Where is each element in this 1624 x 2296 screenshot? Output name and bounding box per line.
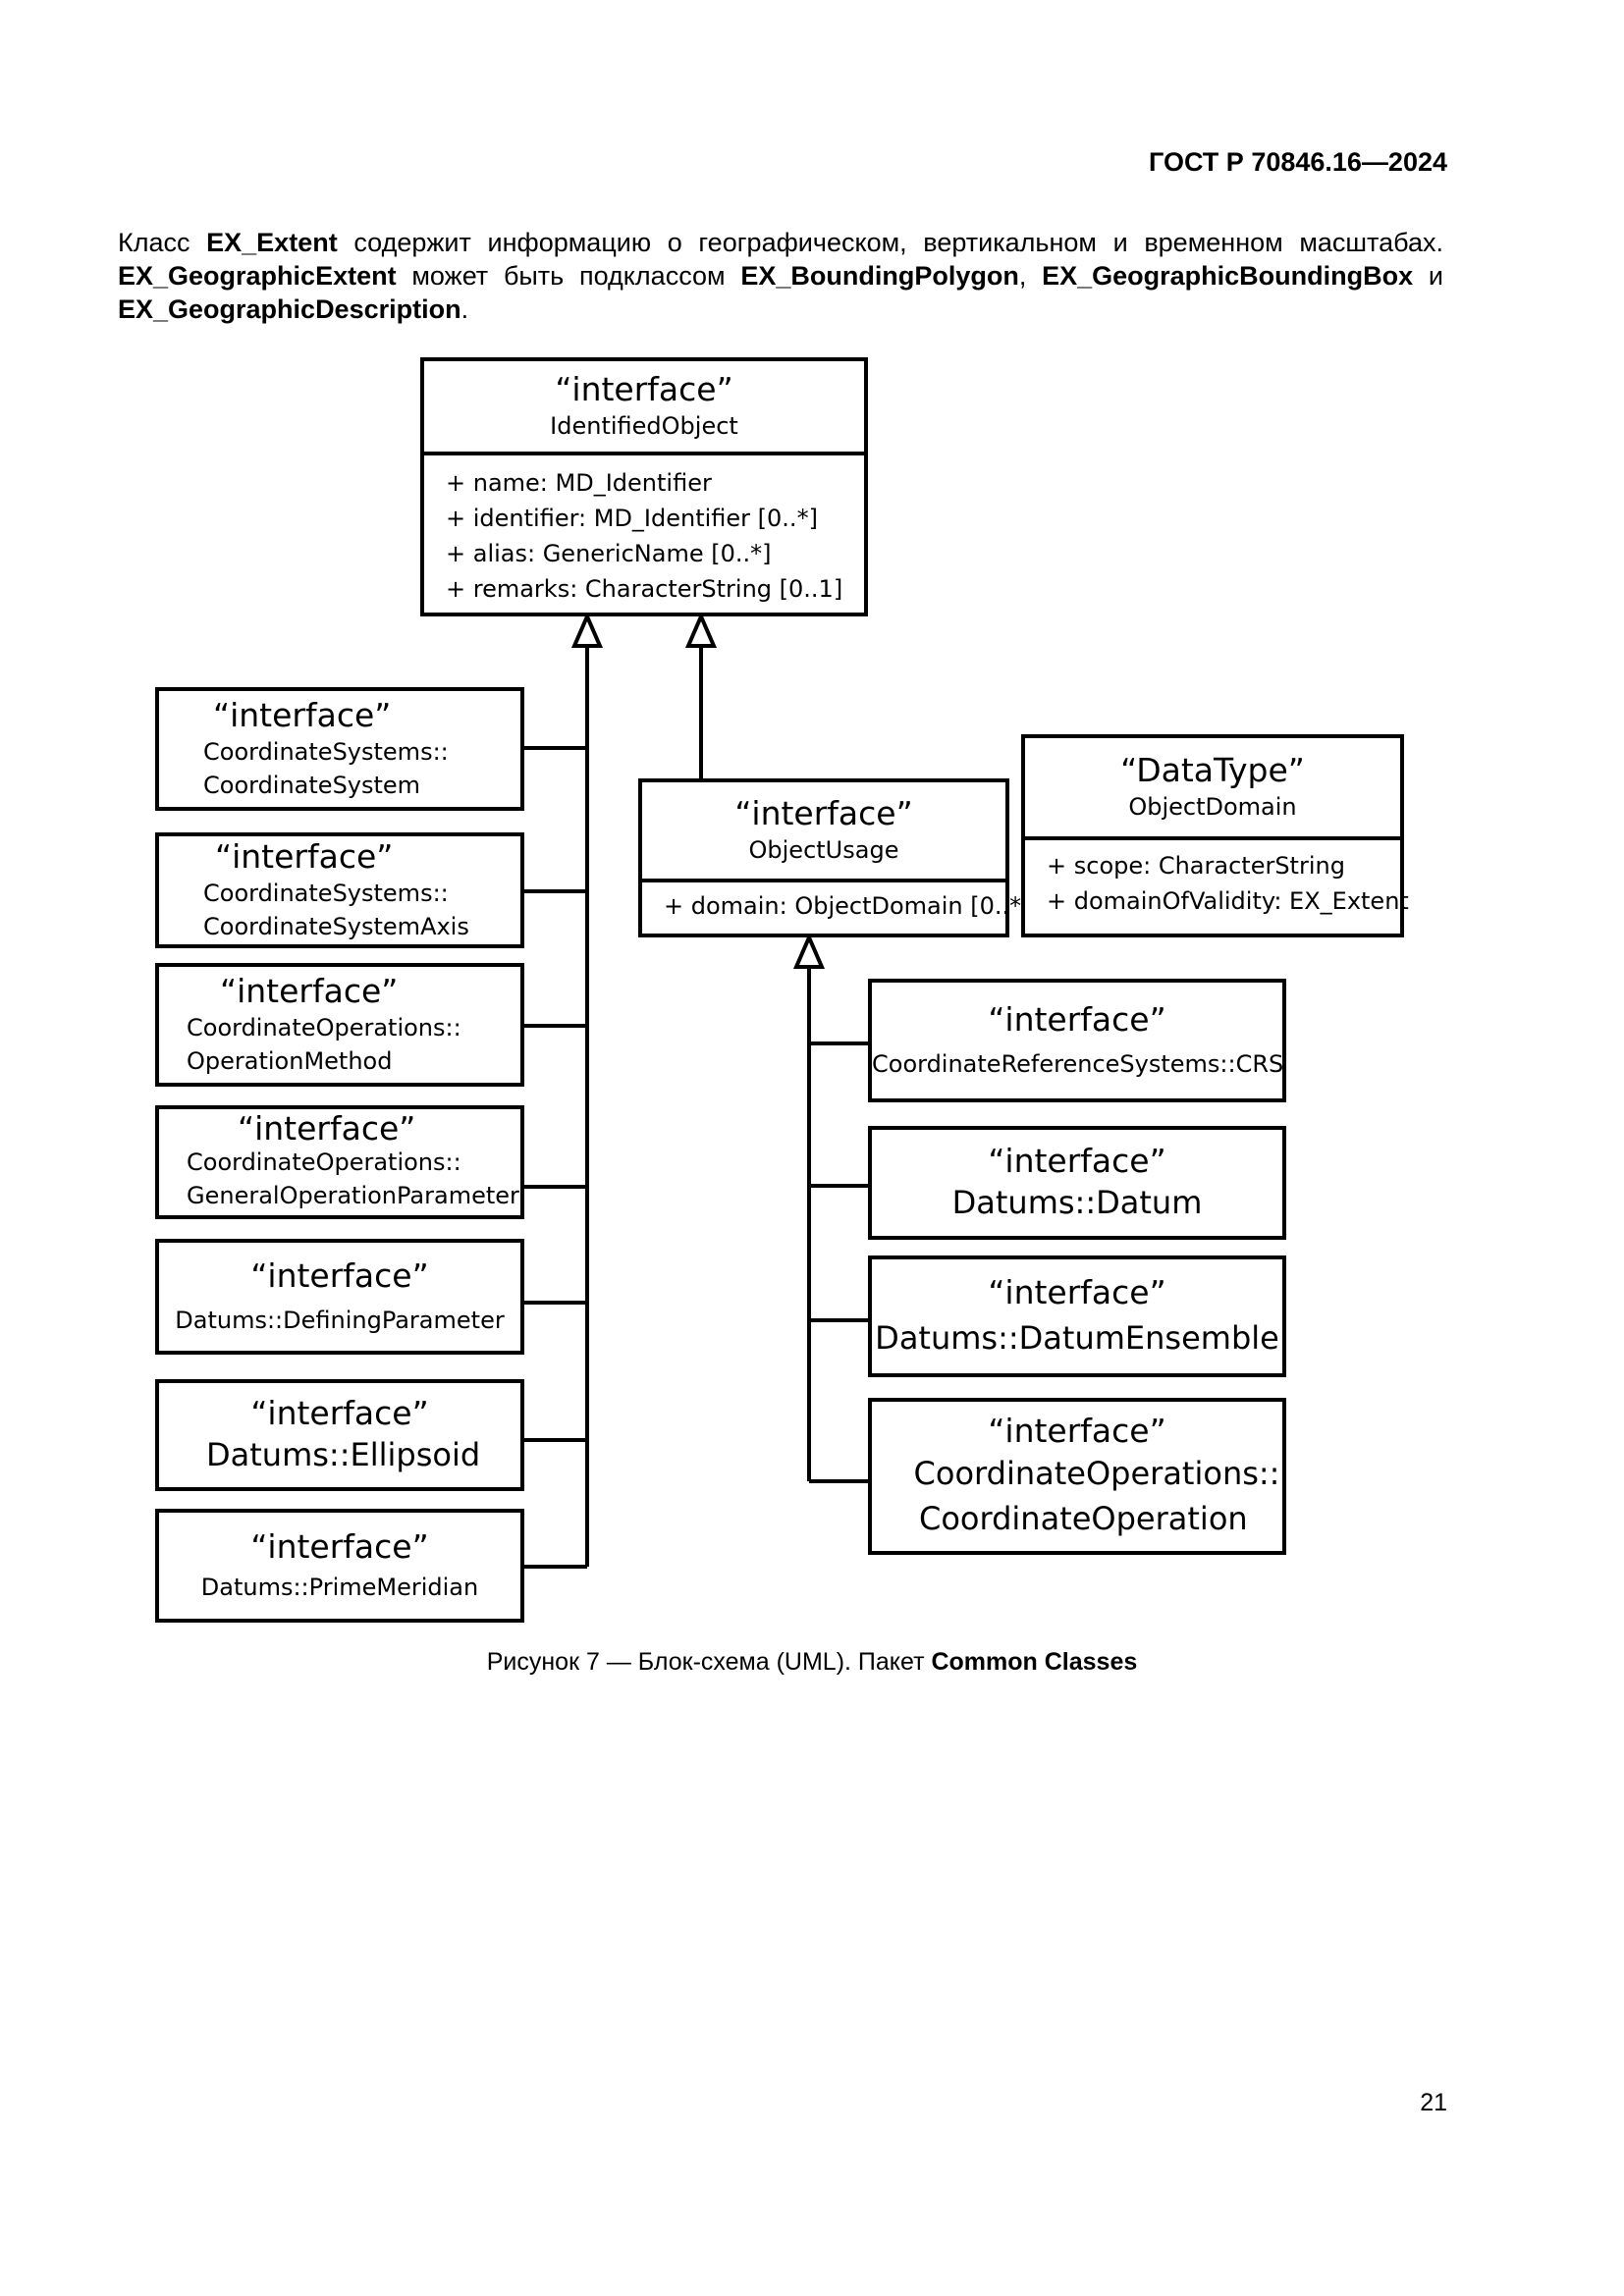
object-domain-datatype: “DataType” ObjectDomain + scope: Charact…: [1021, 734, 1409, 937]
stereotype-label: “DataType”: [1120, 751, 1305, 789]
operation-method-interface: “interface” CoordinateOperations:: Opera…: [155, 963, 524, 1087]
stereotype-label: “interface”: [555, 370, 733, 408]
attribute-list: + name: MD_Identifier + identifier: MD_I…: [424, 455, 864, 607]
attribute-row: + domainOfValidity: EX_Extent: [1047, 887, 1409, 915]
class-name-line: CoordinateSystems::: [203, 880, 449, 907]
generalization-arrowhead: [792, 932, 826, 969]
attribute-row: + name: MD_Identifier: [446, 469, 712, 497]
figure-caption: Рисунок 7 — Блок-схема (UML). Пакет Comm…: [486, 1648, 1138, 1676]
stereotype-label: “interface”: [215, 837, 394, 876]
class-name-line: OperationMethod: [187, 1047, 393, 1075]
class-name: ObjectUsage: [748, 836, 899, 864]
class-name-line: CoordinateReferenceSystems::CRS: [872, 1050, 1284, 1078]
generalization-arrowhead: [684, 611, 718, 648]
stereotype-label: “interface”: [734, 794, 913, 832]
attribute-row: + alias: GenericName [0..*]: [446, 540, 772, 567]
class-name-line: Datums::DefiningParameter: [175, 1307, 505, 1334]
class-name-line: Datums::PrimeMeridian: [200, 1574, 479, 1601]
ellipsoid-interface: “interface” Datums::Ellipsoid: [155, 1379, 524, 1491]
generalization-arrowhead: [570, 611, 604, 648]
stereotype-label: “interface”: [250, 1394, 429, 1432]
class-name-line: CoordinateSystem: [203, 772, 421, 799]
class-name-line: CoordinateSystemAxis: [203, 913, 469, 940]
datum-ensemble-interface: “interface” Datums::DatumEnsemble: [868, 1255, 1286, 1377]
attribute-row: + identifier: MD_Identifier [0..*]: [446, 505, 818, 532]
coordinate-system-axis-interface: “interface” CoordinateSystems:: Coordina…: [155, 832, 524, 948]
stereotype-label: “interface”: [988, 1273, 1166, 1311]
prime-meridian-interface: “interface” Datums::PrimeMeridian: [155, 1509, 524, 1623]
class-name-line: CoordinateOperations::: [187, 1148, 461, 1176]
stereotype-label: “interface”: [988, 1000, 1166, 1039]
datum-interface: “interface” Datums::Datum: [868, 1126, 1286, 1240]
stereotype-label: “interface”: [220, 972, 399, 1010]
attribute-list: + domain: ObjectDomain [0..*]: [642, 882, 1031, 924]
stereotype-label: “interface”: [988, 1142, 1166, 1180]
coordinate-system-interface: “interface” CoordinateSystems:: Coordina…: [155, 687, 524, 811]
attribute-row: + scope: CharacterString: [1047, 852, 1345, 880]
class-name: IdentifiedObject: [550, 412, 738, 440]
class-name-line: CoordinateOperations::: [913, 1455, 1280, 1492]
page-number: 21: [1420, 2089, 1447, 2116]
class-name-line: CoordinateOperations::: [187, 1014, 461, 1041]
intro-paragraph: Класс EX_Extent содержит информацию о ге…: [118, 228, 1443, 324]
stereotype-label: “interface”: [213, 696, 392, 734]
attribute-list: + scope: CharacterString + domainOfValid…: [1025, 840, 1409, 919]
class-name-line: Datums::DatumEnsemble: [875, 1319, 1279, 1357]
document-code: ГОСТ Р 70846.16—2024: [1149, 147, 1447, 177]
general-operation-parameter-interface: “interface” CoordinateOperations:: Gener…: [155, 1105, 524, 1219]
coordinate-operation-interface: “interface” CoordinateOperations:: Coord…: [868, 1398, 1286, 1555]
attribute-row: + remarks: CharacterString [0..1]: [446, 575, 843, 603]
stereotype-label: “interface”: [988, 1412, 1166, 1450]
class-name-line: Datums::Datum: [951, 1184, 1203, 1221]
class-name-line: GeneralOperationParameter: [187, 1182, 519, 1209]
defining-parameter-interface: “interface” Datums::DefiningParameter: [155, 1239, 524, 1355]
attribute-row: + domain: ObjectDomain [0..*]: [664, 892, 1031, 920]
crs-interface: “interface” CoordinateReferenceSystems::…: [868, 979, 1286, 1102]
class-name-line: Datums::Ellipsoid: [206, 1436, 481, 1473]
stereotype-label: “interface”: [250, 1256, 429, 1295]
stereotype-label: “interface”: [238, 1109, 416, 1148]
identified-object-class: “interface” IdentifiedObject + name: MD_…: [420, 357, 868, 616]
object-usage-class: “interface” ObjectUsage + domain: Object…: [638, 778, 1031, 937]
class-name-line: CoordinateOperation: [919, 1500, 1248, 1537]
class-name: ObjectDomain: [1128, 793, 1297, 821]
stereotype-label: “interface”: [250, 1527, 429, 1566]
class-name-line: CoordinateSystems::: [203, 738, 449, 766]
